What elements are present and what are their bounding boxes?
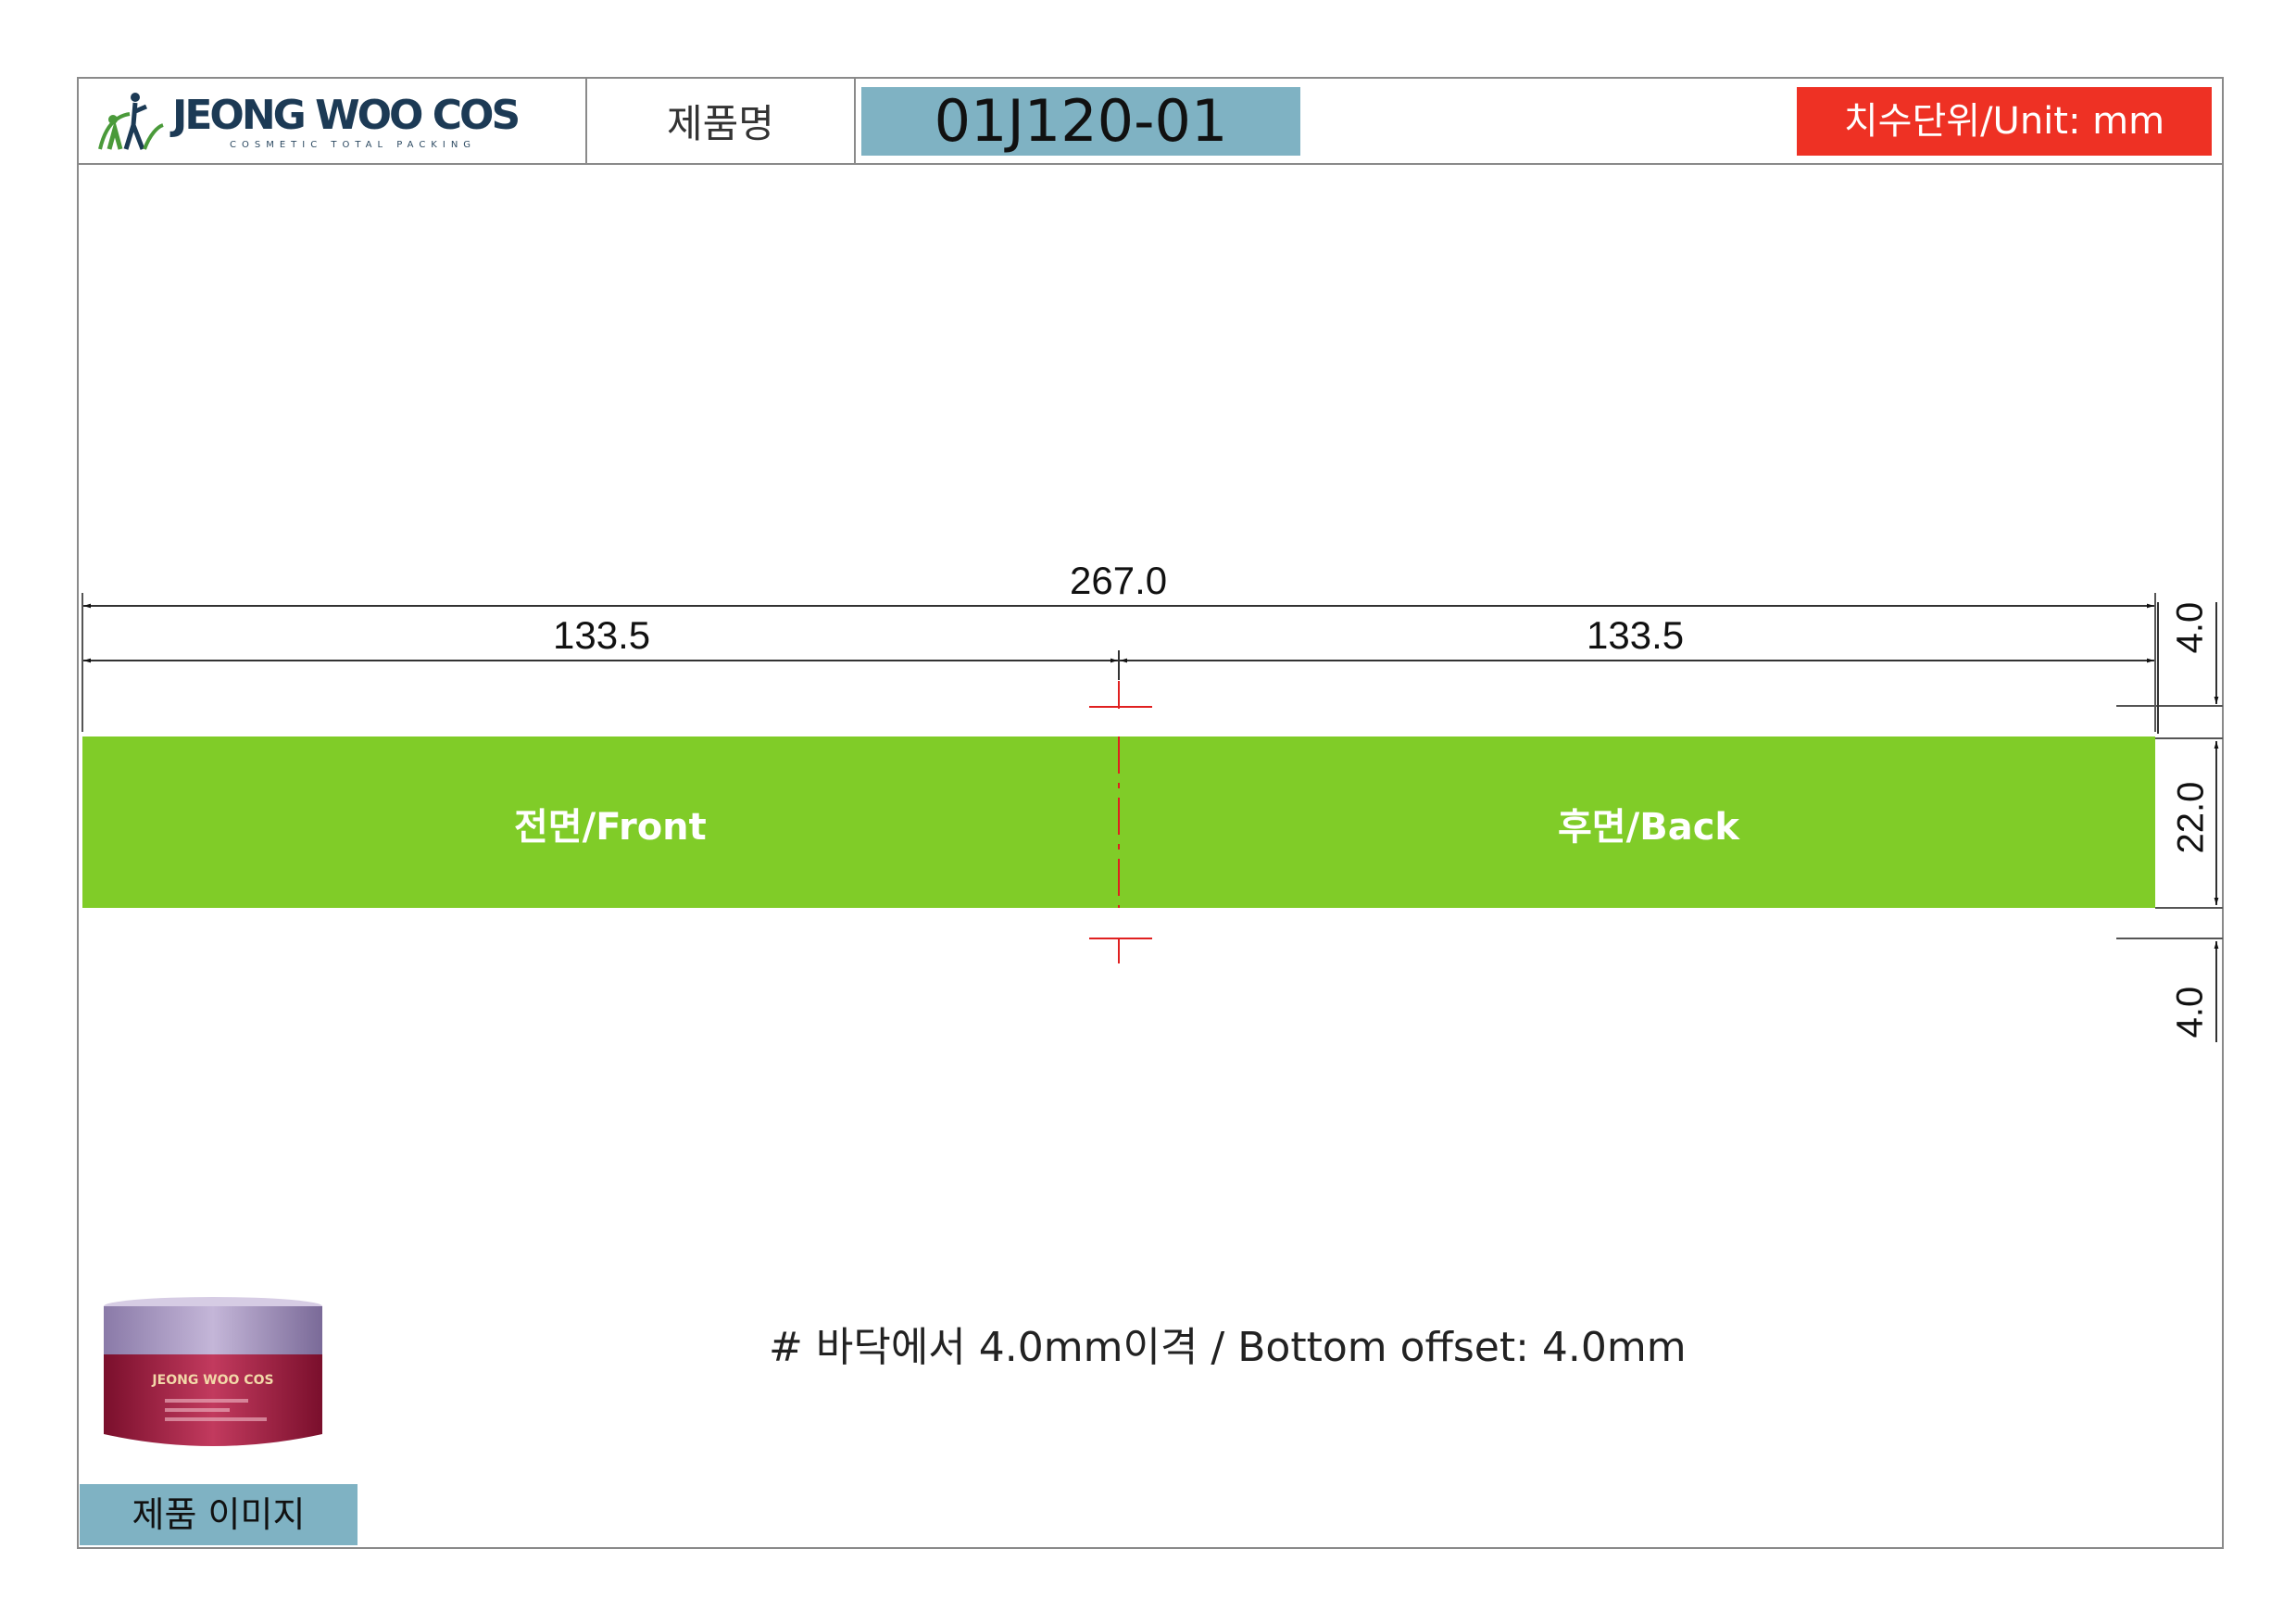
dim-band-height: 22.0	[2170, 781, 2212, 854]
dim-total-width: 267.0	[1070, 559, 1168, 602]
unit-label: 치수단위/Unit: mm	[1843, 100, 2165, 143]
header-cell-divider	[585, 77, 587, 164]
jar-brand-text: JEONG WOO COS	[151, 1373, 273, 1388]
header-divider	[77, 163, 2224, 165]
unit-badge	[1797, 87, 2212, 156]
back-label: 후면/Back	[1558, 806, 1740, 849]
logo-subtitle: COSMETIC TOTAL PACKING	[230, 140, 477, 150]
logo-wordmark: JEONG WOO COS	[172, 92, 521, 139]
image-caption: 제품 이미지	[132, 1494, 306, 1535]
company-logo: JEONG WOO COS COSMETIC TOTAL PACKING	[93, 88, 574, 155]
dim-bottom-margin: 4.0	[2169, 986, 2211, 1039]
logo-figures-icon	[98, 93, 164, 150]
header-cell-divider	[854, 77, 856, 164]
dim-top-margin: 4.0	[2169, 601, 2211, 654]
dim-half-right: 133.5	[1587, 613, 1685, 657]
product-jar-image: JEONG WOO COS	[104, 1297, 322, 1446]
dim-half-left: 133.5	[553, 613, 651, 657]
product-name-label: 제품명	[667, 101, 774, 146]
drawing-frame	[77, 77, 2224, 1549]
product-code-box	[861, 87, 1300, 156]
bottom-offset-note: # 바닥에서 4.0mm이격 / Bottom offset: 4.0mm	[769, 1324, 1687, 1371]
image-caption-box	[80, 1484, 358, 1545]
product-code: 01J120-01	[934, 87, 1228, 155]
front-label: 전면/Front	[514, 806, 707, 849]
